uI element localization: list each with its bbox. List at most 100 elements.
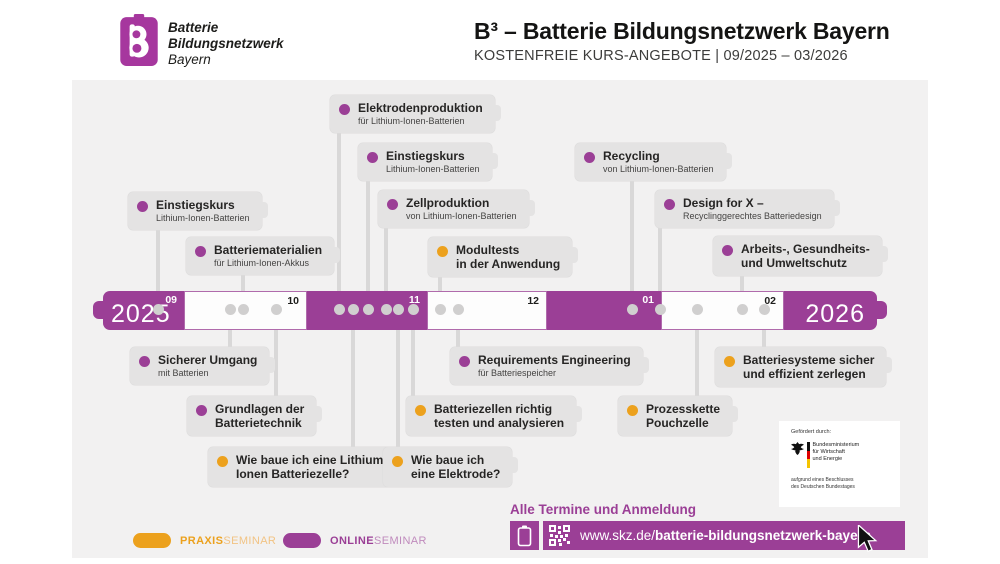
timeline-segment-01: 01: [547, 291, 661, 330]
logo-text-line1: Batterie: [168, 20, 219, 35]
timeline-segment-12: 12: [427, 291, 547, 330]
timeline-dot: [452, 303, 464, 315]
connector-line: [630, 163, 634, 309]
ministry-name: Bundesministerium für Wirtschaft und Ene…: [812, 442, 860, 462]
course-title: Grundlagen der: [215, 402, 305, 416]
course-subtitle: für Batteriespeicher: [478, 368, 557, 378]
course-title: Prozesskette: [646, 402, 721, 416]
course-subtitle: für Lithium-Ionen-Akkus: [214, 258, 310, 268]
course-title: Wie baue ich eine Lithium–: [236, 453, 390, 467]
timeline-dot: [224, 303, 236, 315]
connector-line: [366, 163, 370, 309]
month-label-01: 01: [642, 294, 654, 306]
course-subtitle: von Lithium-Ionen-Batterien: [406, 211, 517, 221]
page-title: B³ – Batterie Bildungsnetzwerk Bayern: [474, 18, 890, 44]
online-seminar-dot-icon: [339, 104, 350, 115]
connector-line: [740, 256, 744, 309]
praxis-seminar-dot-icon: [392, 456, 403, 467]
course-title: Batterietechnik: [215, 416, 302, 430]
timeline-dot: [407, 303, 419, 315]
connector-line: [337, 115, 341, 309]
timeline-dot: [237, 303, 249, 315]
online-seminar-dot-icon: [664, 199, 675, 210]
online-seminar-dot-icon: [584, 152, 595, 163]
legend-onlineseminar: ONLINESEMINAR: [283, 533, 427, 548]
timeline-dot: [691, 303, 703, 315]
course-title: Design for X –: [683, 196, 764, 210]
funding-note: aufgrund eines Beschlusses des Deutschen…: [791, 477, 855, 490]
connector-line: [156, 212, 160, 309]
legend-online-label: ONLINESEMINAR: [330, 534, 427, 547]
battery-footer-icon: [510, 521, 539, 550]
legend-praxis-label: PRAXISSEMINAR: [180, 534, 277, 547]
timeline-dot: [654, 303, 666, 315]
praxis-seminar-dot-icon: [415, 405, 426, 416]
course-title: Ionen Batteriezelle?: [236, 467, 350, 481]
battery-logo-icon: [120, 14, 158, 66]
registration-url-bar[interactable]: www.skz.de/batterie-bildungsnetzwerk-bay…: [543, 521, 905, 550]
connector-line: [384, 210, 388, 309]
course-title: Recycling: [603, 149, 660, 163]
course-title: Pouchzelle: [646, 416, 709, 430]
course-subtitle: Lithium-Ionen-Batterien: [386, 164, 480, 174]
month-label-09: 09: [165, 294, 177, 306]
logo: Batterie Bildungsnetzwerk Bayern: [120, 14, 284, 68]
course-subtitle: mit Batterien: [158, 368, 209, 378]
timeline-dot: [392, 303, 404, 315]
course-title: Zellproduktion: [406, 196, 490, 210]
online-seminar-dot-icon: [137, 201, 148, 212]
course-subtitle: Lithium-Ionen-Batterien: [156, 213, 250, 223]
course-title: testen und analysieren: [434, 416, 565, 430]
year-label-2026: 2026: [805, 300, 865, 328]
online-seminar-dot-icon: [722, 245, 733, 256]
connector-line: [274, 309, 278, 406]
timeline-dot: [380, 303, 392, 315]
connector-line: [762, 309, 766, 357]
funding-intro-label: Gefördert durch:: [791, 429, 832, 435]
course-subtitle: Recyclinggerechtes Batteriedesign: [683, 211, 822, 221]
course-title: Sicherer Umgang: [158, 353, 258, 367]
course-card-design-for-x: Design for X –Recyclinggerechtes Batteri…: [655, 190, 840, 228]
timeline-dot: [626, 303, 638, 315]
connector-line: [438, 257, 442, 309]
course-title: eine Elektrode?: [411, 467, 501, 481]
timeline-dot: [347, 303, 359, 315]
timeline-dot: [270, 303, 282, 315]
connector-line: [228, 309, 232, 357]
timeline-dot: [434, 303, 446, 315]
connector-line: [695, 309, 699, 406]
timeline-segment-10: 10: [184, 291, 307, 330]
course-title: Modultests: [456, 243, 520, 257]
connector-line: [658, 210, 662, 309]
course-title: Batteriezellen richtig: [434, 402, 553, 416]
battery-terminal-left: [93, 301, 105, 319]
month-label-11: 11: [408, 294, 420, 306]
connector-line: [456, 309, 460, 357]
registration-url[interactable]: www.skz.de/batterie-bildungsnetzwerk-bay…: [580, 528, 872, 543]
logo-text-line2: Bildungsnetzwerk: [168, 36, 284, 51]
footer-heading: Alle Termine und Anmeldung: [510, 502, 697, 517]
praxis-pill-icon: [133, 533, 171, 548]
timeline-dot: [152, 303, 164, 315]
course-subtitle: von Lithium-Ionen-Batterien: [603, 164, 714, 174]
online-seminar-dot-icon: [195, 246, 206, 257]
month-label-10: 10: [287, 295, 299, 307]
online-seminar-dot-icon: [196, 405, 207, 416]
online-seminar-dot-icon: [139, 356, 150, 367]
course-card-arbeits-gesundheits-umweltschutz: Arbeits-, Gesundheits-und Umweltschutz: [713, 236, 888, 276]
connector-line: [396, 309, 400, 457]
timeline-dot: [736, 303, 748, 315]
course-title: und effizient zerlegen: [743, 367, 866, 381]
battery-terminal-right: [875, 301, 887, 319]
